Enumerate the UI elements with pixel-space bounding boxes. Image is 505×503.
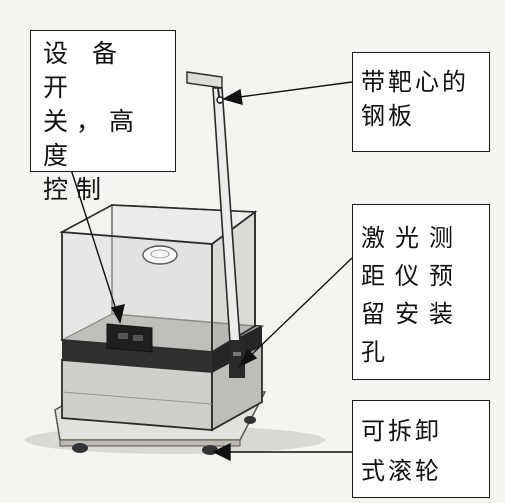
- arrowhead-steel: [222, 88, 243, 105]
- leader-line-laser: [245, 257, 353, 361]
- laser-housing-slot: [233, 352, 241, 356]
- leader-line-switch: [67, 159, 121, 323]
- target-disc: [142, 245, 178, 265]
- control-panel-button: [133, 335, 143, 341]
- laser-housing: [229, 340, 245, 378]
- callout-device-switch: 设 备 开 关，高度 控制: [30, 30, 176, 204]
- arrowhead-laser: [238, 348, 258, 368]
- control-panel: [106, 323, 153, 353]
- callout-wheels: 可拆卸 式滚轮: [352, 400, 490, 498]
- wheel: [72, 443, 88, 453]
- callout-steel-plate: 带靶心的 钢板: [352, 52, 490, 152]
- lower-housing-front: [61, 359, 213, 431]
- base-plate-edge: [59, 439, 241, 447]
- top-arm: [186, 71, 223, 89]
- wheel: [244, 416, 256, 424]
- target-disc-ring: [150, 249, 170, 259]
- arrowhead-wheel: [212, 442, 231, 462]
- control-panel-button: [118, 333, 128, 339]
- rim-band-front: [62, 340, 212, 372]
- glass-top: [59, 204, 258, 245]
- leader-line-steel: [231, 81, 353, 99]
- leader-lines: [67, 81, 353, 462]
- housing-stripe: [61, 391, 213, 405]
- steel-plate-marker: [216, 96, 224, 104]
- callout-laser-hole: 激光测 距仪预 留安装 孔: [352, 204, 490, 380]
- arrowhead-switch: [110, 304, 125, 324]
